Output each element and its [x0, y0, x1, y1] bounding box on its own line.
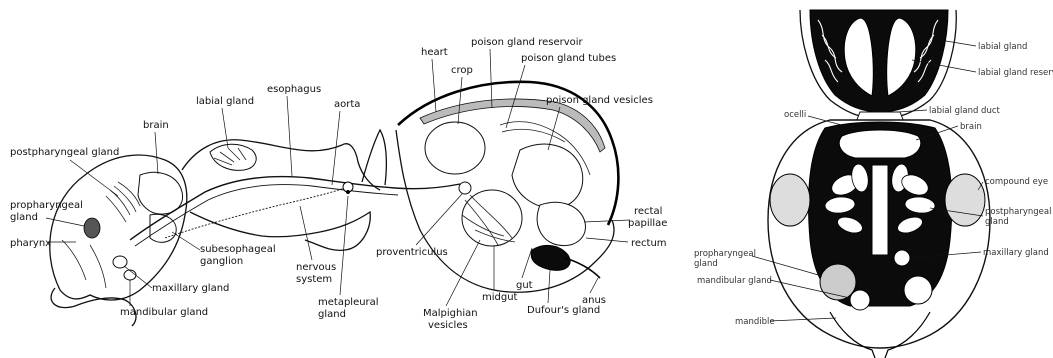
- label-propharyngeal-gland-2: gland: [10, 212, 38, 223]
- midgut-shape: [462, 190, 522, 246]
- mouthparts-shape: [62, 240, 106, 288]
- label-mandibular-gland: mandibular gland: [120, 307, 208, 318]
- label-head-labial-gland: labial gland: [978, 42, 1027, 52]
- label-rectal-papillae-1: rectal: [634, 206, 662, 217]
- label-nervous-system-2: system: [296, 274, 332, 285]
- labial-gland-shape: [210, 144, 256, 170]
- label-subesophageal-ganglion-1: subesophageal: [200, 244, 276, 255]
- label-labial-gland: labial gland: [196, 96, 254, 107]
- label-subesophageal-ganglion-2: ganglion: [200, 256, 243, 267]
- label-postpharyngeal-gland: postpharyngeal gland: [10, 147, 119, 158]
- propharyngeal-gland-shape: [84, 218, 100, 238]
- label-head-propharyngeal-gland-2: gland: [694, 259, 718, 269]
- label-anus: anus: [582, 295, 606, 306]
- label-rectum: rectum: [631, 238, 667, 249]
- label-poison-gland-vesicles: poison gland vesicles: [546, 95, 653, 106]
- label-maxillary-gland: maxillary gland: [152, 283, 229, 294]
- rectum-shape: [537, 202, 585, 245]
- head-mandibular-gland: [850, 290, 870, 310]
- brain-shape: [138, 172, 183, 214]
- label-head-ocelli: ocelli: [784, 110, 806, 120]
- compound-eye-right: [945, 174, 985, 226]
- head-view-diagram: labial gland labial gland reservoir labi…: [694, 10, 1053, 358]
- label-head-postpharyngeal-gland-1: postpharyngeal: [985, 207, 1051, 217]
- label-head-maxillary-gland: maxillary gland: [983, 248, 1049, 258]
- label-nervous-system-1: nervous: [296, 262, 336, 273]
- head-propharyngeal-right: [904, 276, 932, 304]
- head-pharynx-shape: [872, 165, 888, 255]
- labial-gland-dark-field: [810, 10, 948, 112]
- label-head-compound-eye: compound eye: [985, 177, 1048, 187]
- label-rectal-papillae-2: papillae: [628, 218, 667, 229]
- crop-shape: [425, 122, 485, 174]
- label-head-postpharyngeal-gland-2: gland: [985, 217, 1009, 227]
- compound-eye-left: [770, 174, 810, 226]
- label-head-propharyngeal-gland-1: propharyngeal: [694, 249, 756, 259]
- postpharyngeal-gland-shape: [106, 182, 140, 222]
- label-malpighian-vesicles-2: vesicles: [428, 320, 468, 331]
- dufours-gland-shape: [531, 245, 570, 270]
- head-maxillary-gland: [894, 250, 910, 266]
- label-crop: crop: [451, 65, 473, 76]
- nerve-cord: [165, 186, 350, 238]
- label-aorta: aorta: [334, 99, 360, 110]
- label-poison-gland-reservoir: poison gland reservoir: [471, 37, 584, 48]
- label-malpighian-vesicles-1: Malpighian: [423, 308, 478, 319]
- label-head-mandible: mandible: [735, 317, 775, 327]
- label-esophagus: esophagus: [267, 84, 321, 95]
- side-view-diagram: postpharyngeal gland brain labial gland …: [10, 37, 667, 331]
- head-brain-shape: [839, 130, 921, 158]
- label-brain: brain: [143, 120, 169, 131]
- label-head-mandibular-gland: mandibular gland: [697, 276, 772, 286]
- label-midgut: midgut: [482, 292, 518, 303]
- label-metapleural-gland-1: metapleural: [318, 297, 379, 308]
- label-metapleural-gland-2: gland: [318, 309, 346, 320]
- mandibular-gland-shape: [124, 270, 136, 280]
- label-propharyngeal-gland-1: propharyngeal: [10, 200, 83, 211]
- poison-reservoir-shape: [512, 144, 583, 208]
- label-poison-gland-tubes: poison gland tubes: [521, 53, 616, 64]
- proventriculus-shape: [459, 182, 471, 194]
- label-gut: gut: [516, 280, 533, 291]
- label-head-labial-gland-duct: labial gland duct: [929, 106, 1001, 116]
- label-head-labial-gland-reservoir: labial gland reservoir: [978, 68, 1053, 78]
- metapleural-gland-shape: [346, 190, 350, 194]
- maxillary-gland-shape: [113, 256, 127, 268]
- label-dufours-gland: Dufour's gland: [527, 305, 600, 316]
- label-head-brain: brain: [960, 122, 982, 132]
- head-propharyngeal-left: [820, 264, 856, 300]
- label-heart: heart: [421, 47, 448, 58]
- label-pharynx: pharynx: [10, 238, 51, 249]
- label-proventriculus: proventriculus: [376, 247, 448, 258]
